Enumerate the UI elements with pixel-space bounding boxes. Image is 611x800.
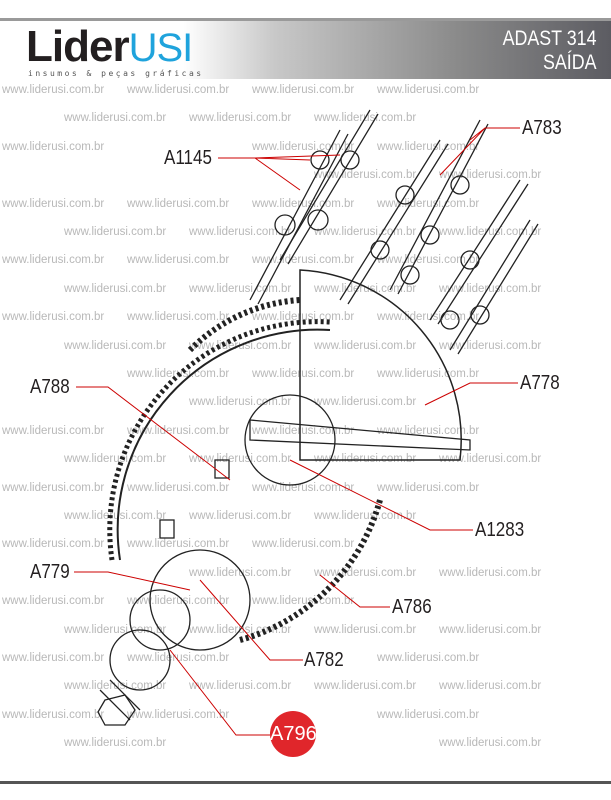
watermark-text: www.liderusi.com.br: [189, 567, 292, 579]
watermark-text: www.liderusi.com.br: [314, 340, 417, 352]
gripper-rods: [249, 109, 539, 355]
part-label-a779[interactable]: A779: [30, 561, 70, 583]
watermark-text: www.liderusi.com.br: [439, 283, 542, 295]
watermark-text: www.liderusi.com.br: [189, 283, 292, 295]
watermark-text: www.liderusi.com.br: [439, 624, 542, 636]
watermark-text: www.liderusi.com.br: [2, 538, 105, 550]
part-label-a782[interactable]: A782: [304, 649, 344, 671]
watermark-text: www.liderusi.com.br: [377, 368, 480, 380]
leader-lines: [74, 127, 520, 736]
part-label-a788[interactable]: A788: [30, 376, 70, 398]
part-label-a778[interactable]: A778: [520, 372, 560, 394]
watermark-text: www.liderusi.com.br: [127, 254, 230, 266]
logo-accent: USI: [128, 26, 194, 70]
watermark-text: www.liderusi.com.br: [2, 709, 105, 721]
watermark-text: www.liderusi.com.br: [377, 141, 480, 153]
watermark-text: www.liderusi.com.br: [127, 425, 230, 437]
watermark-text: www.liderusi.com.br: [314, 680, 417, 692]
watermark-text: www.liderusi.com.br: [64, 737, 167, 749]
watermark-text: www.liderusi.com.br: [127, 709, 230, 721]
watermark-text: www.liderusi.com.br: [439, 453, 542, 465]
watermark-text: www.liderusi.com.br: [252, 254, 355, 266]
main-gear: [107, 297, 383, 643]
watermark-text: www.liderusi.com.br: [189, 112, 292, 124]
watermark-text: www.liderusi.com.br: [64, 624, 167, 636]
watermark-text: www.liderusi.com.br: [314, 283, 417, 295]
section-title: SAÍDA: [543, 51, 597, 74]
part-label-a783[interactable]: A783: [522, 117, 562, 139]
watermark-text: www.liderusi.com.br: [2, 311, 105, 323]
brand-logo[interactable]: LiderUSI: [26, 22, 194, 71]
watermark-text: www.liderusi.com.br: [439, 169, 542, 181]
watermark-text: www.liderusi.com.br: [189, 396, 292, 408]
watermark-text: www.liderusi.com.br: [127, 482, 230, 494]
watermark-text: www.liderusi.com.br: [314, 624, 417, 636]
part-label-a1145[interactable]: A1145: [164, 147, 212, 169]
watermark-text: www.liderusi.com.br: [377, 652, 480, 664]
watermark-text: www.liderusi.com.br: [377, 254, 480, 266]
watermark-text: www.liderusi.com.br: [2, 141, 105, 153]
watermark-text: www.liderusi.com.br: [252, 538, 355, 550]
footer-rule: [0, 781, 611, 784]
watermark-text: www.liderusi.com.br: [252, 198, 355, 210]
watermark-text: www.liderusi.com.br: [2, 425, 105, 437]
watermark-text: www.liderusi.com.br: [127, 595, 230, 607]
watermark-text: www.liderusi.com.br: [252, 425, 355, 437]
watermark-text: www.liderusi.com.br: [314, 396, 417, 408]
watermark-text: www.liderusi.com.br: [127, 311, 230, 323]
watermark-text: www.liderusi.com.br: [314, 453, 417, 465]
watermark-text: www.liderusi.com.br: [439, 680, 542, 692]
watermark-text: www.liderusi.com.br: [2, 198, 105, 210]
watermark-text: www.liderusi.com.br: [377, 709, 480, 721]
watermark-text: www.liderusi.com.br: [189, 226, 292, 238]
watermark-text: www.liderusi.com.br: [127, 652, 230, 664]
watermark-text: www.liderusi.com.br: [439, 737, 542, 749]
watermark-text: www.liderusi.com.br: [439, 567, 542, 579]
part-label-a786[interactable]: A786: [392, 596, 432, 618]
watermark-text: www.liderusi.com.br: [252, 368, 355, 380]
watermark-text: www.liderusi.com.br: [2, 84, 105, 96]
watermark-text: www.liderusi.com.br: [64, 340, 167, 352]
watermark-text: www.liderusi.com.br: [64, 510, 167, 522]
page-title: ADAST 314 SAÍDA: [503, 27, 597, 75]
watermark-text: www.liderusi.com.br: [2, 254, 105, 266]
watermark-text: www.liderusi.com.br: [64, 112, 167, 124]
logo-text: Lider: [26, 22, 130, 71]
watermark-text: www.liderusi.com.br: [377, 84, 480, 96]
watermark-text: www.liderusi.com.br: [2, 595, 105, 607]
watermark-text: www.liderusi.com.br: [64, 226, 167, 238]
watermark-text: www.liderusi.com.br: [127, 538, 230, 550]
watermark-text: www.liderusi.com.br: [252, 595, 355, 607]
watermark-text: www.liderusi.com.br: [64, 283, 167, 295]
part-badge-a796-highlighted[interactable]: A796: [270, 711, 317, 757]
watermark-text: www.liderusi.com.br: [189, 680, 292, 692]
brand-tagline: insumos & peças gráficas: [28, 69, 204, 78]
part-label-a1283[interactable]: A1283: [475, 519, 525, 541]
watermark-text: www.liderusi.com.br: [127, 84, 230, 96]
watermark-text: www.liderusi.com.br: [189, 510, 292, 522]
header-top-rule: [0, 18, 611, 21]
watermark-text: www.liderusi.com.br: [377, 311, 480, 323]
watermark-text: www.liderusi.com.br: [439, 226, 542, 238]
watermark-text: www.liderusi.com.br: [127, 198, 230, 210]
watermark-text: www.liderusi.com.br: [2, 652, 105, 664]
watermark-text: www.liderusi.com.br: [252, 482, 355, 494]
header-bar: [0, 21, 611, 79]
watermark-text: www.liderusi.com.br: [314, 510, 417, 522]
hub-assembly: [97, 394, 471, 726]
watermark-text: www.liderusi.com.br: [2, 482, 105, 494]
watermark-text: www.liderusi.com.br: [64, 453, 167, 465]
watermark-text: www.liderusi.com.br: [377, 482, 480, 494]
model-title: ADAST 314: [503, 27, 597, 50]
watermark-text: www.liderusi.com.br: [252, 84, 355, 96]
